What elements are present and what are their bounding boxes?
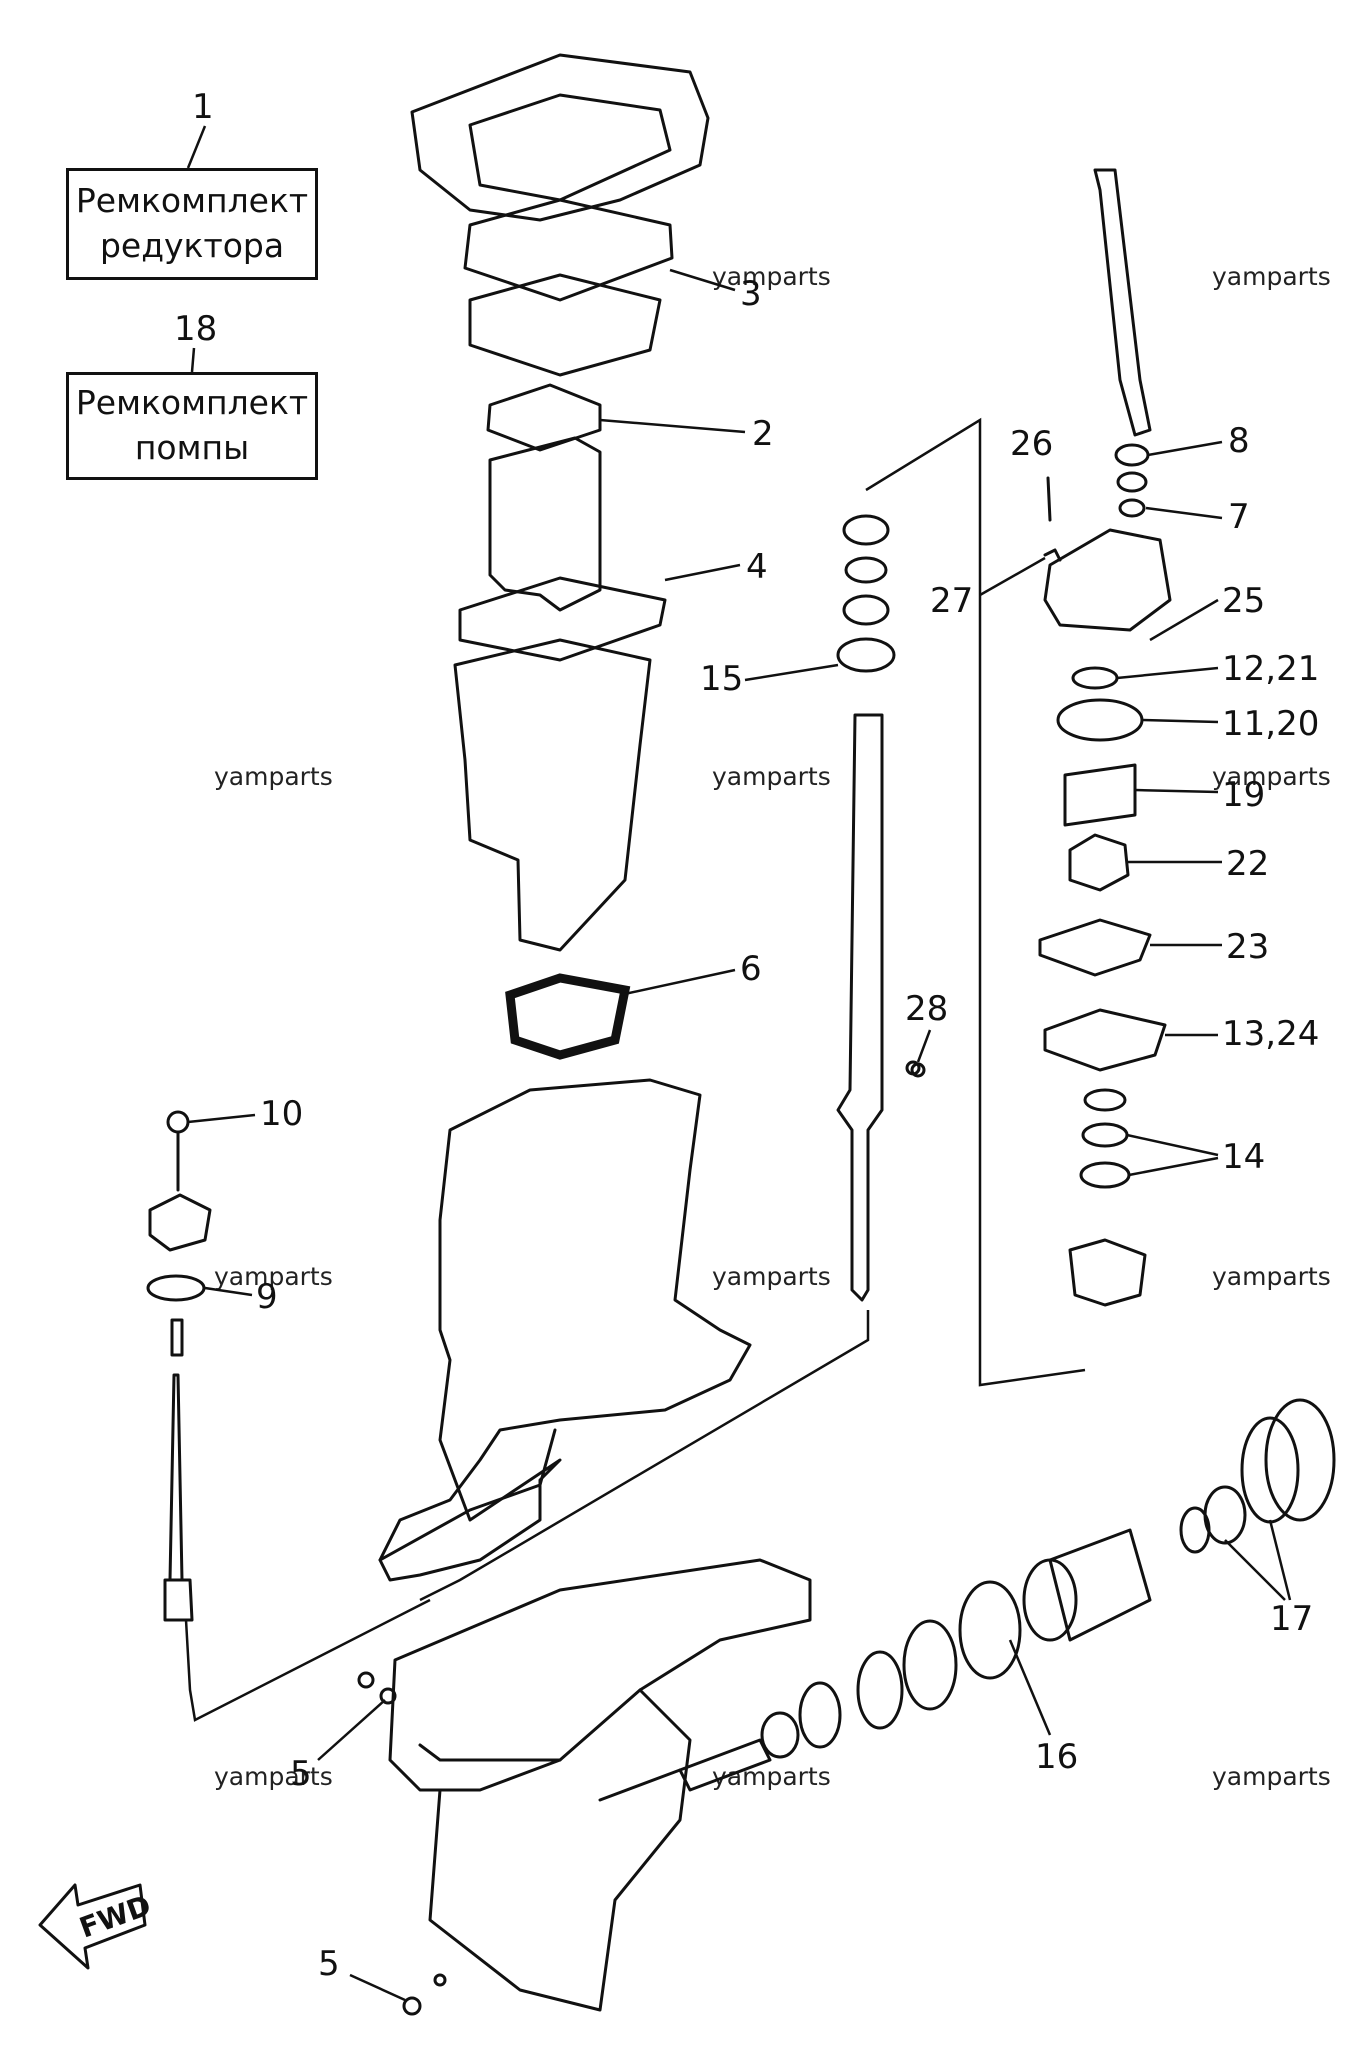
water-pump-part	[1038, 168, 1172, 1307]
oil-pan-part	[410, 53, 710, 377]
callout-28: 28	[905, 989, 948, 1029]
callout-23: 23	[1226, 927, 1269, 967]
callout-18: 18	[174, 309, 217, 349]
shift-rod-part	[146, 1110, 431, 1722]
leader-25	[1149, 598, 1219, 642]
watermark: yamparts	[214, 762, 333, 791]
leader-3	[669, 268, 736, 292]
callout-4: 4	[746, 547, 768, 587]
bolt-26-part	[1046, 476, 1052, 522]
bolt-5-part	[433, 1973, 447, 1987]
kit-18-line1: Ремкомплект	[75, 383, 309, 423]
watermark: yamparts	[712, 1762, 831, 1791]
leader-15	[744, 663, 839, 682]
fwd-arrow-icon: FWD	[38, 1883, 155, 1970]
watermark: yamparts	[214, 1262, 333, 1291]
bolt-5-part	[379, 1687, 397, 1705]
leader-5a	[317, 1699, 386, 1761]
water-pump-repair-kit-box: Ремкомплект помпы	[66, 372, 318, 480]
shaft-guide-line	[419, 1310, 870, 1602]
watermark: yamparts	[1212, 762, 1331, 791]
gasket-2-part	[486, 383, 602, 452]
callout-11-20: 11,20	[1222, 704, 1319, 744]
bolt-5-part	[402, 1996, 422, 2016]
leader-10	[187, 1113, 256, 1124]
gasket-6-part	[505, 973, 631, 1060]
leader-2	[599, 418, 746, 434]
callout-25: 25	[1222, 581, 1265, 621]
leader-6	[619, 968, 736, 997]
leader-18	[190, 347, 196, 373]
callout-5: 5	[290, 1754, 312, 1794]
callout-15: 15	[700, 659, 743, 699]
leader-5b	[349, 1973, 406, 2002]
leader-28	[916, 1029, 932, 1063]
callout-8: 8	[1228, 421, 1250, 461]
leader-14	[1126, 1133, 1219, 1177]
leader-4	[664, 563, 741, 582]
lower-unit-part	[388, 1558, 812, 2012]
leader-8	[1147, 440, 1223, 457]
gearcase-repair-kit-box: Ремкомплект редуктора	[66, 168, 318, 280]
callout-1: 1	[192, 87, 214, 127]
leader-11-20	[1141, 718, 1219, 724]
exhaust-manifold-part	[458, 436, 667, 662]
leader-7	[1145, 506, 1223, 520]
callout-13-24: 13,24	[1222, 1014, 1319, 1054]
watermark: yamparts	[712, 262, 831, 291]
upper-casing-part	[378, 1078, 752, 1582]
watermark: yamparts	[214, 1762, 333, 1791]
callout-12-21: 12,21	[1222, 649, 1319, 689]
watermark: yamparts	[1212, 262, 1331, 291]
pin-28-part	[905, 1060, 921, 1076]
callout-22: 22	[1226, 844, 1269, 884]
callout-9: 9	[256, 1277, 278, 1317]
watermark: yamparts	[712, 762, 831, 791]
callout-2: 2	[752, 414, 774, 454]
leader-19	[1134, 788, 1219, 794]
watermark: yamparts	[1212, 1262, 1331, 1291]
kit-1-line1: Ремкомплект	[75, 181, 309, 221]
pump-guide-line	[865, 417, 1086, 1387]
callout-10: 10	[260, 1094, 303, 1134]
callout-27: 27	[930, 581, 973, 621]
watermark: yamparts	[712, 1262, 831, 1291]
callout-16: 16	[1035, 1737, 1078, 1777]
exhaust-guide-part	[453, 638, 652, 952]
kit-1-line2: редуктора	[99, 226, 285, 265]
leader-17	[1224, 1519, 1292, 1601]
leader-9	[204, 1286, 253, 1297]
leader-1	[186, 125, 207, 169]
leader-16	[1008, 1639, 1052, 1736]
callout-19: 19	[1222, 775, 1265, 815]
callout-5: 5	[318, 1944, 340, 1984]
callout-6: 6	[740, 949, 762, 989]
callout-26: 26	[1010, 424, 1053, 464]
dowel-27-part	[1043, 548, 1062, 562]
callout-7: 7	[1228, 497, 1250, 537]
watermark: yamparts	[1212, 1762, 1331, 1791]
drive-shaft-part	[836, 514, 926, 1302]
leader-12-21	[1116, 666, 1219, 680]
callout-3: 3	[740, 274, 762, 314]
callout-17: 17	[1270, 1599, 1313, 1639]
kit-18-line2: помпы	[134, 428, 250, 467]
propeller-shaft-assembly-part	[598, 1398, 1336, 1802]
callout-14: 14	[1222, 1137, 1265, 1177]
leader-27	[979, 556, 1046, 597]
bolt-5-part	[357, 1671, 375, 1689]
